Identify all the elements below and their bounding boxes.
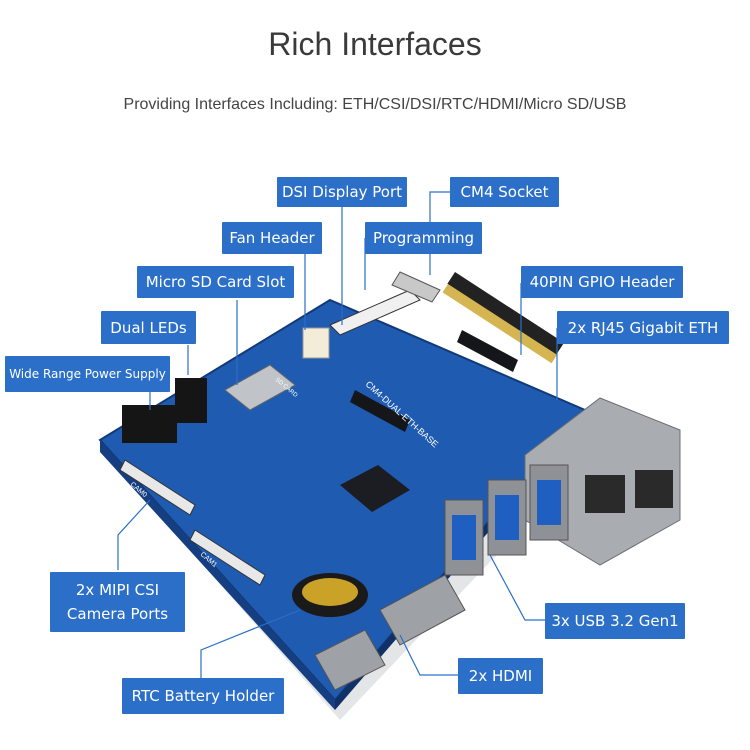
- callout-40pin-gpio-header: 40PIN GPIO Header: [521, 266, 683, 298]
- callout-dsi-display-port: DSI Display Port: [277, 177, 407, 207]
- page-subtitle: Providing Interfaces Including: ETH/CSI/…: [123, 96, 627, 113]
- callout-2x-mipi-csi-camera-ports: 2x MIPI CSI Camera Ports: [50, 572, 185, 632]
- dsi-connector: [329, 289, 421, 336]
- programming-connector: [391, 271, 441, 303]
- gpio-header-pins: [442, 271, 565, 364]
- callout-micro-sd-card-slot: Micro SD Card Slot: [137, 266, 294, 298]
- leader-hdmi: [399, 634, 458, 676]
- rtc-battery: [292, 573, 368, 617]
- leader-usb: [489, 554, 545, 621]
- sd-slot: [224, 364, 296, 411]
- mipi-csi-line1: 2x MIPI CSI: [75, 581, 160, 599]
- callout-fan-header: Fan Header: [222, 222, 322, 254]
- callout-programming: Programming: [365, 222, 482, 254]
- power-jack: [122, 405, 177, 443]
- callout-wide-range-power-supply: Wide Range Power Supply: [5, 356, 170, 392]
- callout-dual-leds: Dual LEDs: [101, 311, 196, 344]
- callout-2x-rj45-gigabit-eth: 2x RJ45 Gigabit ETH: [557, 311, 729, 344]
- camera-connectors: [119, 459, 266, 586]
- main-chip: [340, 465, 410, 512]
- hdmi-ports: [314, 574, 466, 691]
- leader-mipi: [117, 499, 151, 570]
- fan-header: [302, 327, 330, 359]
- cm4-connector-b: [457, 330, 518, 372]
- leader-rtc: [200, 609, 301, 680]
- mipi-csi-line2: Camera Ports: [66, 605, 169, 623]
- usb-ports: [444, 464, 569, 576]
- callout-cm4-socket: CM4 Socket: [450, 177, 559, 207]
- cm4-connector-a: [350, 390, 410, 432]
- callout-2x-hdmi: 2x HDMI: [458, 658, 543, 694]
- page-title: Rich Interfaces: [268, 26, 482, 62]
- callout-3x-usb-3-2-gen1: 3x USB 3.2 Gen1: [545, 603, 685, 639]
- callout-rtc-battery-holder: RTC Battery Holder: [122, 678, 284, 714]
